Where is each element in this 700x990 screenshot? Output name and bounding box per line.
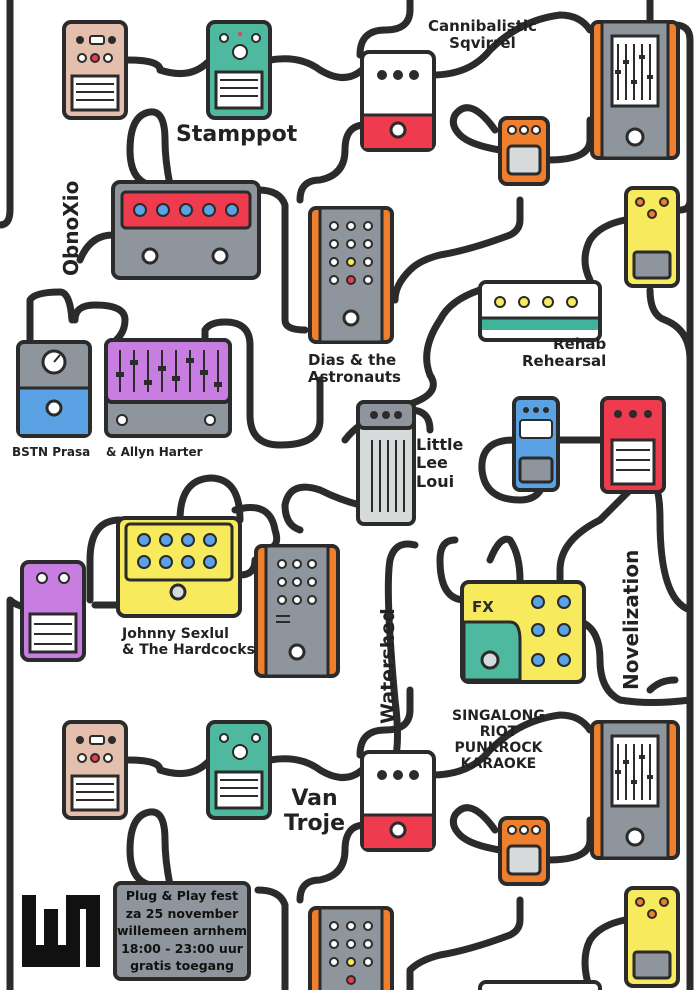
pedal-knob-blue — [16, 340, 92, 438]
pedal-blue-mid — [512, 396, 560, 492]
band-johnny-sexlul: Johnny Sexlul & The Hardcocks — [122, 626, 255, 659]
pedal-white-red-bottom — [360, 750, 436, 852]
pedal-yellow-footer — [624, 886, 680, 988]
pedal-yellow-big — [116, 516, 242, 618]
event-time: 18:00 - 23:00 uur — [121, 940, 243, 956]
event-date: za 25 november — [125, 905, 239, 921]
pedal-grey-orange-mid — [308, 206, 394, 344]
pedal-purple-small — [20, 560, 86, 662]
band-rehab-rehearsal: Rehab Rehearsal — [522, 335, 607, 371]
band-little-lee-loui: Little Lee Loui — [416, 435, 464, 491]
pedal-white-footer — [478, 980, 602, 990]
pedal-rehab — [478, 280, 602, 342]
band-allyn-harter: & Allyn Harter — [106, 445, 203, 459]
pedal-grey-orange-top — [590, 20, 680, 160]
event-info-panel: Plug & Play fest za 25 november willemee… — [113, 881, 251, 981]
fx-label: FX — [472, 598, 494, 616]
band-dias-astronauts: Dias & the Astronauts — [308, 351, 401, 387]
pedal-pink-bottom — [62, 720, 128, 820]
pedal-white-red-top — [360, 50, 436, 152]
pedal-grey-orange-footer — [308, 906, 394, 990]
event-venue: willemeen arnhem — [117, 923, 248, 938]
pedal-teal-top — [206, 20, 272, 120]
pedal-yellow-right — [624, 186, 680, 288]
band-watershed: Watershed — [377, 608, 399, 724]
band-stamppot: Stamppot — [176, 122, 298, 147]
band-van-troje: Van Troje — [284, 786, 346, 837]
band-novelization: Novelization — [619, 549, 643, 690]
event-name: Plug & Play fest — [125, 888, 239, 903]
pedal-teal-bottom — [206, 720, 272, 820]
pedal-grey-orange-bottom — [590, 720, 680, 860]
band-bstn-prasa: BSTN Prasa — [12, 445, 91, 459]
band-obnoxio: ObnoXio — [59, 180, 83, 276]
logo-w1-icon — [22, 895, 100, 967]
pedal-wah — [356, 400, 416, 526]
event-admission: gratis toegang — [130, 958, 234, 973]
pedal-red-mid — [600, 396, 666, 494]
pedal-fx: FX — [460, 580, 586, 684]
band-singalong: SINGALONG RIOT PUNKROCK KARAOKE — [452, 708, 545, 773]
pedal-orange-top — [498, 116, 550, 186]
pedal-red-wide — [111, 180, 261, 280]
pedal-pink-top — [62, 20, 128, 120]
band-cannibalistic-squirrel: Cannibalistic Sqvirrel — [428, 17, 537, 53]
pedal-orange-bottom — [498, 816, 550, 886]
pedal-grey-orange-low — [254, 544, 340, 678]
pedal-purple-eq — [104, 338, 232, 438]
